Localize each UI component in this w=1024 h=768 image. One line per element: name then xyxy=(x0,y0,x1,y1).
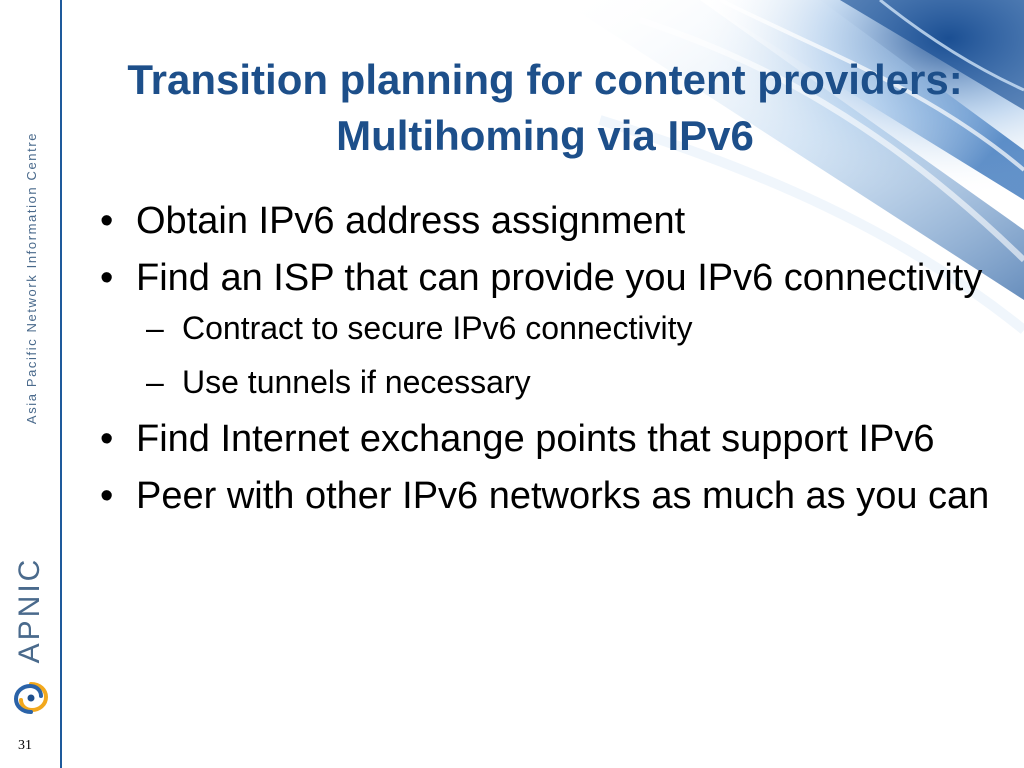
sidebar-divider xyxy=(60,0,62,768)
slide-title: Transition planning for content provider… xyxy=(127,56,963,159)
bullet-text: Obtain IPv6 address assignment xyxy=(136,200,686,242)
bullet-text: Find Internet exchange points that suppo… xyxy=(136,418,935,460)
bullet-text: Find an ISP that can provide you IPv6 co… xyxy=(136,257,983,299)
sub-bullet-dash: – xyxy=(146,310,164,346)
bullet-dot: • xyxy=(100,418,114,460)
sub-bullet-text: Contract to secure IPv6 connectivity xyxy=(182,310,693,346)
sub-list-item: – Use tunnels if necessary xyxy=(136,363,1006,401)
bullet-dot: • xyxy=(100,475,114,517)
bullet-dot: • xyxy=(100,257,114,299)
bullet-text: Peer with other IPv6 networks as much as… xyxy=(136,475,990,517)
sub-list-item: – Contract to secure IPv6 connectivity xyxy=(136,309,1006,347)
sub-bullet-text: Use tunnels if necessary xyxy=(182,364,531,400)
list-item: • Find an ISP that can provide you IPv6 … xyxy=(96,256,1006,401)
brand-name: APNIC xyxy=(13,556,46,664)
bullet-dot: • xyxy=(100,200,114,242)
sub-bullet-dash: – xyxy=(146,364,164,400)
list-item: • Obtain IPv6 address assignment xyxy=(96,199,1006,244)
apnic-swirl-logo-icon xyxy=(13,682,49,714)
sidebar: Asia Pacific Network Information Centre … xyxy=(0,0,60,768)
slide-number: 31 xyxy=(18,738,32,753)
list-item: • Peer with other IPv6 networks as much … xyxy=(96,474,1006,519)
bullet-list: • Obtain IPv6 address assignment • Find … xyxy=(96,199,1006,531)
organization-name: Asia Pacific Network Information Centre xyxy=(24,131,39,425)
sub-bullet-list: – Contract to secure IPv6 connectivity –… xyxy=(136,309,1006,401)
list-item: • Find Internet exchange points that sup… xyxy=(96,417,1006,462)
